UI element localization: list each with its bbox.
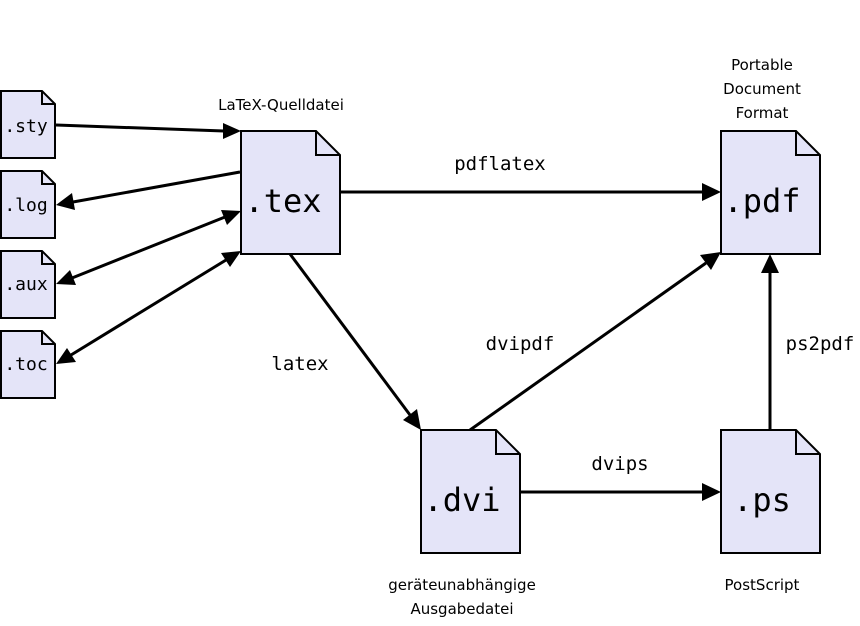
documents: .sty .log .aux .toc .tex .pdf — [0, 90, 821, 554]
edge-labels: pdflatex latex dvipdf dvips ps2pdf — [271, 153, 854, 475]
file-aux-label: .aux — [4, 274, 48, 295]
caption-pdf-line-1: Portable — [731, 56, 793, 74]
file-toc-label: .toc — [4, 354, 47, 375]
edge-label-ps2pdf: ps2pdf — [786, 333, 855, 355]
edge-label-dvips: dvips — [591, 453, 648, 475]
file-log-label: .log — [4, 195, 47, 216]
file-log: .log — [0, 170, 56, 239]
file-dvi-label: .dvi — [423, 481, 500, 519]
file-tex-label: .tex — [244, 182, 321, 220]
edges — [55, 123, 779, 501]
caption-dvi-line-1: geräteunabhängige — [388, 576, 536, 594]
file-tex: .tex — [240, 130, 341, 255]
edge-aux-tex-bidirectional — [56, 210, 241, 285]
edge-toc-tex-bidirectional — [56, 251, 241, 364]
file-sty: .sty — [0, 90, 56, 159]
file-dvi: .dvi — [420, 429, 521, 554]
caption-tex: LaTeX-Quelldatei — [218, 96, 344, 114]
edge-ps-to-pdf — [761, 254, 779, 430]
caption-dvi-line-2: Ausgabedatei — [410, 600, 513, 618]
edge-sty-to-tex — [55, 123, 241, 139]
edge-dvi-to-ps — [520, 483, 721, 501]
file-pdf-label: .pdf — [723, 182, 800, 220]
file-aux: .aux — [0, 250, 56, 319]
file-pdf: .pdf — [720, 130, 821, 255]
edge-label-pdflatex: pdflatex — [454, 153, 546, 175]
caption-pdf-line-3: Format — [736, 104, 789, 122]
edge-tex-to-log — [56, 170, 241, 210]
edge-label-dvipdf: dvipdf — [486, 333, 555, 355]
edge-tex-to-pdf — [340, 183, 721, 201]
edge-dvi-to-pdf — [469, 252, 721, 432]
file-ps: .ps — [720, 429, 821, 554]
file-sty-label: .sty — [4, 116, 48, 137]
caption-ps: PostScript — [725, 576, 800, 594]
file-toc: .toc — [0, 330, 56, 399]
file-ps-label: .ps — [733, 481, 791, 519]
captions: LaTeX-Quelldatei Portable Document Forma… — [218, 56, 801, 618]
edge-tex-to-dvi — [288, 253, 421, 430]
edge-label-latex: latex — [271, 353, 328, 375]
caption-pdf-line-2: Document — [723, 80, 801, 98]
